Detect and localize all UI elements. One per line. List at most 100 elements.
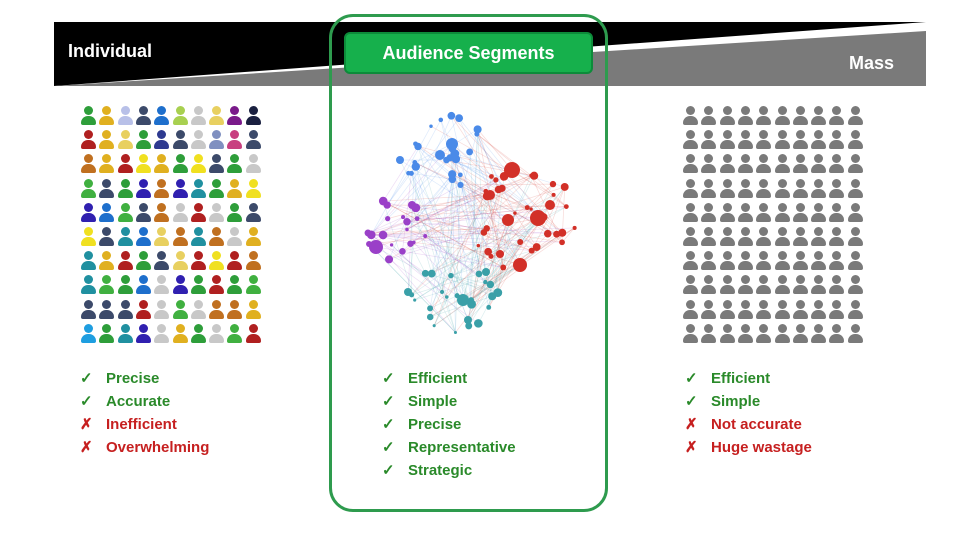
network-edge — [476, 133, 567, 207]
network-edge — [452, 178, 537, 248]
cross-icon: ✗ — [685, 416, 698, 433]
person-icon — [245, 130, 261, 150]
person-icon — [737, 178, 753, 199]
check-icon: ✓ — [382, 416, 395, 433]
person-icon — [683, 130, 698, 150]
person-icon — [245, 323, 261, 344]
network-edge — [406, 221, 557, 235]
network-edge — [488, 213, 516, 308]
person-icon — [154, 299, 170, 320]
person-icon — [245, 202, 261, 223]
network-node — [500, 174, 507, 181]
network-edge — [485, 191, 501, 255]
network-edge — [469, 151, 480, 274]
mass-label: Mass — [849, 53, 895, 73]
person-icon — [701, 154, 717, 174]
segments-point: ✓Representative — [382, 436, 516, 459]
network-edge — [451, 143, 490, 308]
network-node — [447, 111, 456, 120]
network-edge — [367, 232, 456, 333]
network-node — [486, 304, 492, 310]
network-edge — [411, 204, 433, 274]
person-icon — [774, 130, 790, 150]
person-icon — [117, 251, 133, 271]
network-edge — [511, 169, 567, 207]
person-icon — [81, 130, 96, 150]
person-icon — [245, 178, 261, 199]
network-node — [529, 207, 533, 211]
person-icon — [701, 227, 717, 247]
person-icon — [172, 275, 188, 295]
person-icon — [774, 227, 790, 247]
segments-point: ✓Strategic — [382, 459, 516, 482]
network-edge — [371, 234, 458, 296]
network-node — [486, 280, 495, 289]
network-edge — [415, 166, 472, 305]
person-icon — [737, 130, 753, 150]
network-node — [493, 177, 499, 183]
person-icon — [847, 202, 863, 223]
network-edge — [462, 233, 557, 301]
cross-icon: ✗ — [685, 439, 698, 456]
network-edge — [450, 250, 532, 276]
person-icon — [719, 130, 735, 150]
network-edge — [430, 264, 521, 318]
network-edge — [431, 217, 539, 274]
person-icon — [847, 251, 863, 271]
network-edge — [451, 174, 456, 333]
network-edge — [407, 243, 411, 293]
network-edge — [451, 143, 563, 243]
network-node — [438, 117, 444, 123]
person-icon — [829, 130, 845, 150]
person-icon — [774, 251, 790, 271]
network-edge — [371, 234, 537, 248]
individual-point-label: Precise — [106, 370, 160, 387]
network-edge — [406, 208, 532, 223]
network-edge — [478, 183, 554, 324]
person-icon — [683, 275, 698, 295]
network-node — [455, 114, 464, 123]
person-icon — [683, 227, 698, 247]
person-icon — [719, 227, 735, 247]
network-node — [364, 229, 372, 237]
segments-point: ✓Efficient — [382, 367, 516, 390]
person-icon — [811, 106, 827, 126]
person-icon — [829, 154, 845, 174]
person-icon — [190, 106, 206, 126]
person-icon — [792, 323, 808, 344]
person-icon — [135, 202, 151, 223]
network-node — [439, 289, 445, 295]
network-edge — [406, 179, 497, 230]
network-edge — [452, 173, 544, 218]
network-edge — [433, 191, 487, 326]
network-node — [553, 230, 561, 238]
person-icon — [701, 130, 717, 150]
network-node — [498, 184, 506, 192]
network-node — [488, 292, 497, 301]
person-icon — [135, 251, 151, 271]
network-edge — [455, 174, 461, 333]
person-icon — [811, 227, 827, 247]
person-icon — [99, 202, 115, 223]
person-icon — [190, 251, 206, 271]
person-icon — [792, 178, 808, 199]
network-node — [426, 313, 434, 321]
network-node — [476, 243, 481, 248]
network-node — [446, 154, 454, 162]
network-edge — [368, 243, 456, 333]
network-node — [378, 196, 388, 206]
network-edge — [417, 146, 464, 301]
person-icon — [756, 323, 772, 344]
person-icon — [135, 154, 151, 174]
person-icon — [135, 227, 151, 247]
network-node — [549, 180, 557, 188]
person-icon — [209, 202, 225, 223]
network-edge — [371, 228, 487, 236]
network-node — [457, 294, 469, 306]
segments-point-label: Representative — [408, 439, 516, 456]
network-node — [378, 230, 388, 240]
network-edge — [387, 189, 499, 219]
network-node — [454, 293, 460, 299]
person-icon — [117, 178, 133, 199]
person-icon — [756, 178, 772, 199]
